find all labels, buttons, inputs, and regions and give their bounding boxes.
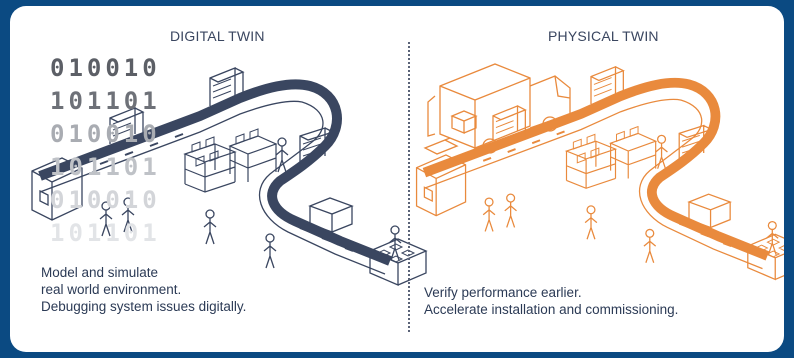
truck-icon bbox=[423, 63, 571, 155]
caption-line: real world environment. bbox=[41, 282, 182, 297]
illustration bbox=[10, 6, 784, 352]
binary-row: 010010 bbox=[50, 120, 161, 148]
binary-row: 010010 bbox=[50, 186, 161, 214]
binary-row: 101101 bbox=[50, 87, 161, 115]
caption-line: Debugging system issues digitally. bbox=[41, 299, 247, 314]
binary-row: 010010 bbox=[50, 54, 161, 82]
caption-line: Verify performance earlier. bbox=[424, 285, 582, 300]
caption-line: Model and simulate bbox=[41, 265, 159, 280]
physical-twin-title: PHYSICAL TWIN bbox=[548, 28, 659, 44]
digital-twin-caption: Model and simulate real world environmen… bbox=[41, 264, 246, 315]
twin-comparison-card: DIGITAL TWIN PHYSICAL TWIN 010010 101101… bbox=[10, 6, 784, 352]
caption-line: Accelerate installation and commissionin… bbox=[424, 302, 679, 317]
section-divider bbox=[408, 42, 410, 332]
binary-row: 101101 bbox=[50, 153, 161, 181]
digital-twin-title: DIGITAL TWIN bbox=[170, 28, 265, 44]
physical-twin-caption: Verify performance earlier. Accelerate i… bbox=[424, 284, 678, 318]
binary-row: 101101 bbox=[50, 219, 161, 247]
physical-twin-illustration bbox=[417, 64, 784, 279]
binary-code-graphic: 010010 101101 010010 101101 010010 10110… bbox=[50, 52, 161, 250]
